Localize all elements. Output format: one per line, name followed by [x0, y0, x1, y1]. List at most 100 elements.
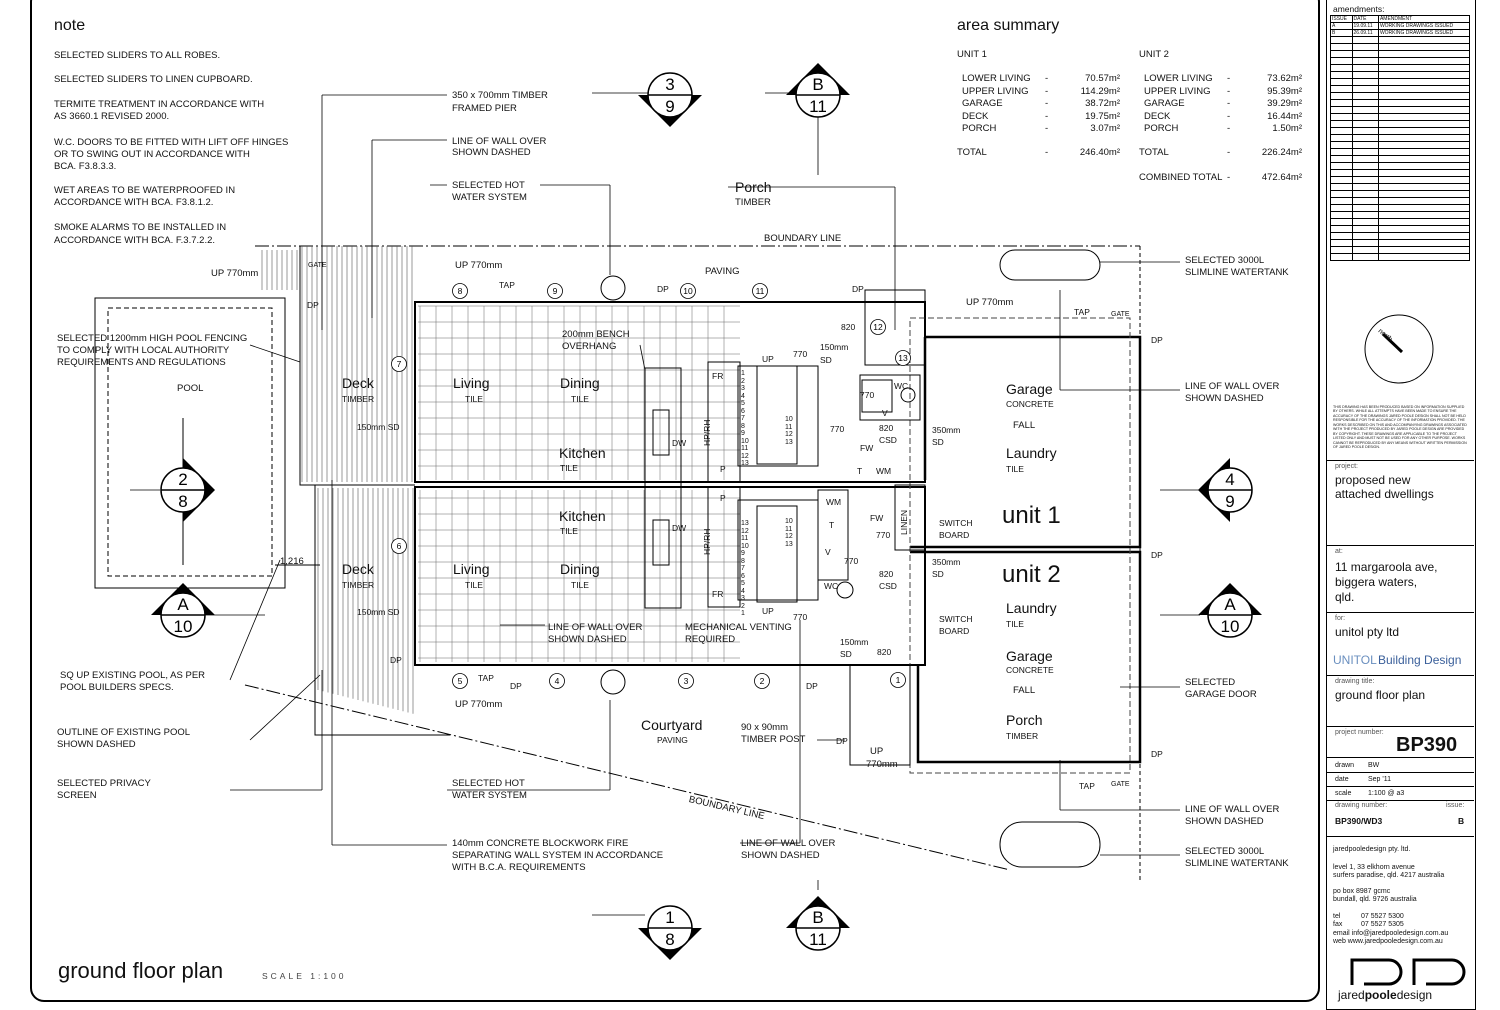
amend-head-issue: ISSUE: [1330, 15, 1353, 23]
courtyard-finish: PAVING: [657, 735, 688, 745]
stair-number: 6: [741, 407, 745, 415]
fw-2: FW: [870, 513, 884, 523]
unit1-label: unit 1: [1002, 502, 1061, 529]
sq-up-pool-2: POOL BUILDERS SPECS.: [60, 682, 174, 693]
dim770-3: 770: [830, 424, 845, 434]
company-name: jaredpooledesign pty. ltd.: [1333, 846, 1411, 853]
kitchen1-name: Kitchen: [559, 445, 606, 461]
section-label-bottom: 8: [178, 492, 187, 511]
section-label-bottom: 9: [665, 97, 674, 116]
unit2-total-label: TOTAL: [1139, 147, 1169, 158]
watertank-top-2: SLIMLINE WATERTANK: [1185, 267, 1289, 278]
grid-bubble: [452, 283, 468, 299]
unit1-total-dash: -: [1045, 147, 1049, 158]
tap-4: TAP: [1079, 781, 1095, 791]
dp-2: DP: [657, 284, 669, 294]
disclaimer-text: THIS DRAWING HAS BEEN PRODUCED BASED ON …: [1333, 405, 1467, 450]
stair-number: 2: [741, 602, 745, 610]
area-row-label: DECK: [962, 110, 989, 122]
fall-label-2: FALL: [1013, 685, 1036, 696]
stair-number: 3: [741, 385, 745, 392]
p-2: P: [720, 493, 726, 503]
client-name: unitol pty ltd: [1335, 625, 1400, 639]
wall-over-top-2: SHOWN DASHED: [452, 147, 531, 158]
amend-a-date: 19.09.11: [1351, 22, 1379, 30]
hprh-2: HP/RH: [702, 528, 712, 555]
section-marker-bottom-18: 18: [638, 905, 702, 960]
csd-2: CSD: [879, 581, 897, 591]
section-label-top: B: [812, 908, 823, 927]
stair-number: 12: [741, 452, 749, 460]
stair-number: 6: [741, 572, 745, 580]
grid-bubble: [391, 538, 407, 554]
dw-1: DW: [672, 438, 687, 448]
grid-bubble-label: 12: [873, 322, 883, 332]
boundary-line-top: BOUNDARY LINE: [764, 233, 842, 244]
dining2-name: Dining: [560, 561, 600, 577]
switchboard-1a: SWITCH: [939, 518, 973, 528]
switchboard-1b: BOARD: [939, 530, 970, 540]
fr-2: FR: [712, 589, 724, 599]
t-2: T: [829, 520, 835, 530]
stair-number: 1: [741, 370, 745, 377]
fw-1: FW: [860, 443, 874, 453]
timber-post-2: TIMBER POST: [741, 734, 806, 745]
stair-number: 12: [785, 431, 793, 438]
note-line: TERMITE TREATMENT IN ACCORDANCE WITH: [54, 99, 265, 110]
area-row-value: 39.29m²: [1267, 98, 1302, 109]
sd-stair-2: SD: [840, 649, 852, 659]
section-marker-bottom-b11: B11: [786, 896, 850, 951]
area-row-value: 38.72m²: [1085, 98, 1120, 109]
grid-bubble-label: 7: [397, 359, 402, 369]
laundry1-name: Laundry: [1006, 445, 1057, 461]
area-row-label: PORCH: [1144, 123, 1179, 134]
unit2-title: UNIT 2: [1139, 49, 1169, 60]
area-row-label: LOWER LIVING: [962, 73, 1031, 84]
living2-finish: TILE: [465, 580, 483, 590]
stair-number: 11: [785, 525, 793, 533]
combined-total-label: COMBINED TOTAL: [1139, 172, 1223, 183]
plan-title: ground floor plan: [58, 958, 224, 983]
laundry2-name: Laundry: [1006, 600, 1057, 616]
area-row-value: 3.07m²: [1090, 123, 1120, 134]
note-line: SMOKE ALARMS TO BE INSTALLED IN: [54, 222, 227, 233]
stair-number: 4: [741, 587, 745, 595]
area-row-value: 19.75m²: [1085, 110, 1120, 122]
dim770-4: 770: [876, 530, 891, 540]
unit1-total-value: 246.40m²: [1079, 147, 1120, 158]
laundry1-finish: TILE: [1006, 464, 1024, 474]
pier-callout-1: 350 x 700mm TIMBER: [452, 90, 548, 101]
grid-bubble-label: 3: [684, 676, 689, 686]
grid-bubble-label: 13: [898, 353, 908, 363]
garage1-finish: CONCRETE: [1006, 399, 1054, 409]
grid-bubble: [547, 283, 563, 299]
stair-number: 5: [741, 400, 745, 407]
wall-over-right-bottom-1: LINE OF WALL OVER: [1185, 804, 1280, 815]
living1-name: Living: [453, 375, 490, 391]
unitol-logo-a: UNITOL: [1333, 653, 1377, 667]
jpd-logo-icon: [1350, 958, 1466, 986]
wm-1: WM: [876, 466, 892, 476]
stair-number: 3: [741, 595, 745, 602]
porch-top-finish: TIMBER: [735, 197, 771, 208]
living2-name: Living: [453, 561, 490, 577]
project-line-2: attached dwellings: [1335, 487, 1434, 501]
porch2-finish: TIMBER: [1006, 731, 1039, 741]
t-1: T: [857, 466, 863, 476]
up770-d: UP 770mm: [455, 699, 503, 710]
grid-bubble: [391, 356, 407, 372]
projnum-label: project number:: [1335, 729, 1384, 736]
up-stair-2: UP: [762, 606, 774, 616]
section-label-bottom: 9: [1225, 492, 1234, 511]
kitchen1-finish: TILE: [560, 463, 578, 473]
section-marker-left-28: 28: [160, 458, 215, 522]
plan-scale: SCALE 1:100: [262, 971, 347, 981]
up770-e-2: 770mm: [866, 759, 898, 770]
unit1-total-label: TOTAL: [957, 147, 987, 158]
drawnum-label: drawing number:: [1335, 802, 1388, 809]
deck1-name: Deck: [342, 375, 374, 391]
note-line: OR TO SWING OUT IN ACCORDANCE WITH: [54, 149, 250, 160]
area-row-value: 73.62m²: [1267, 73, 1302, 84]
tap-1: TAP: [499, 280, 515, 290]
wc-2: WC: [824, 581, 839, 591]
